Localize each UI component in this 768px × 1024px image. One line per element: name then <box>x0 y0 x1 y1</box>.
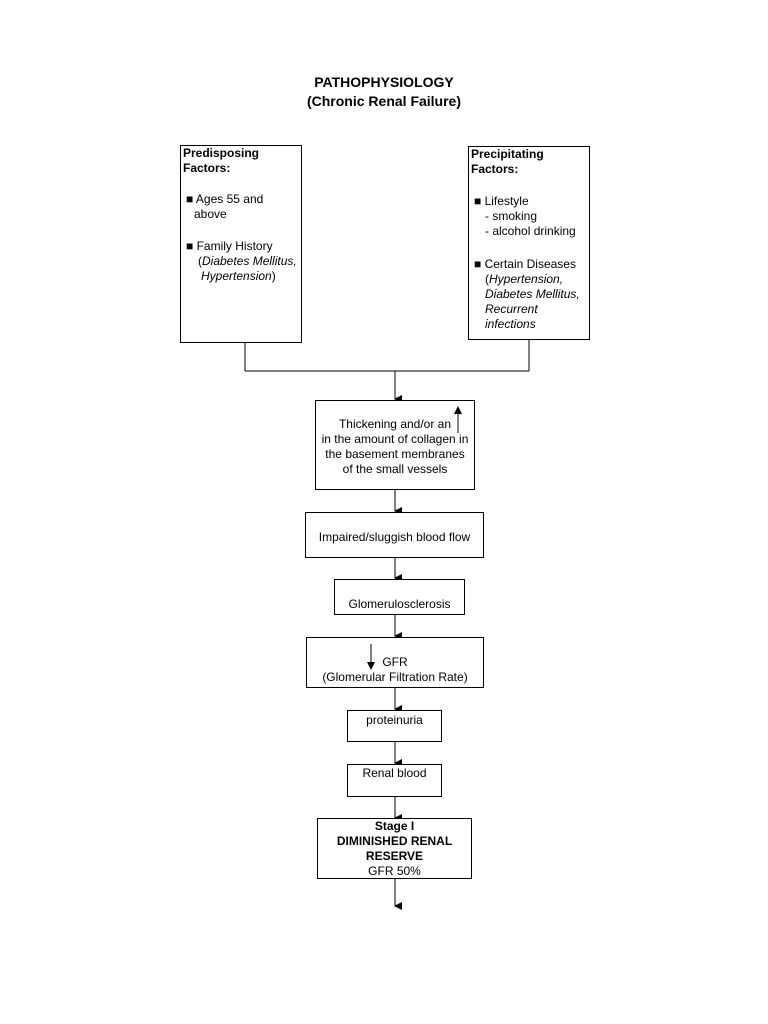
glomerulosclerosis-box: Glomerulosclerosis <box>334 579 465 615</box>
bullet-icon: ■ <box>474 194 482 208</box>
diagram-subtitle: (Chronic Renal Failure) <box>306 93 462 109</box>
predisposing-item-family-disease-1: Diabetes Mellitus, <box>202 254 297 268</box>
precipitating-disease-4: infections <box>485 317 536 331</box>
precipitating-heading-1: Precipitating <box>471 147 544 161</box>
thickening-line-1: Thickening and/or an <box>338 417 452 431</box>
predisposing-item-family-disease-2: Hypertension <box>201 269 272 283</box>
precipitating-item-alcohol: - alcohol drinking <box>485 224 576 238</box>
paren-close: ) <box>271 269 276 283</box>
precipitating-disease-2: Diabetes Mellitus, <box>485 287 580 301</box>
precipitating-item-smoking: - smoking <box>485 209 538 223</box>
precipitating-disease-3: Recurrent <box>485 302 538 316</box>
stage-name-line-2: RESERVE <box>365 849 424 863</box>
precipitating-item-lifestyle: Lifestyle <box>484 194 529 208</box>
predisposing-item-age: Ages 55 and <box>195 192 264 206</box>
diagram-title: PATHOPHYSIOLOGY <box>314 74 454 90</box>
predisposing-item-family: Family History <box>196 239 273 253</box>
glomerulosclerosis-label: Glomerulosclerosis <box>348 597 451 611</box>
precipitating-disease-1: Hypertension, <box>489 272 564 286</box>
thickening-box: Thickening and/or an in the amount of co… <box>315 400 475 490</box>
renal-blood-box: Renal blood <box>347 764 442 797</box>
stage-label: Stage I <box>374 819 415 833</box>
predisposing-factors-box: Predisposing Factors: ■ Ages 55 and abov… <box>180 145 302 343</box>
bullet-icon: ■ <box>474 257 482 271</box>
bullet-icon: ■ <box>186 239 194 253</box>
predisposing-heading-2: Factors: <box>183 161 231 175</box>
predisposing-item-age-cont: above <box>194 207 227 221</box>
decrease-arrow-icon <box>367 644 375 670</box>
blood-flow-box: Impaired/sluggish blood flow <box>305 512 484 558</box>
predisposing-heading-1: Predisposing <box>183 146 260 160</box>
thickening-line-3: the basement membranes <box>325 447 465 461</box>
precipitating-heading-2: Factors: <box>471 162 519 176</box>
precipitating-factors-box: Precipitating Factors: ■ Lifestyle - smo… <box>468 146 590 340</box>
increase-arrow-icon <box>454 406 462 433</box>
thickening-line-4: of the small vessels <box>342 462 448 476</box>
stage-one-box: Stage I DIMINISHED RENAL RESERVE GFR 50% <box>317 818 472 879</box>
gfr-box: GFR (Glomerular Filtration Rate) <box>306 637 484 688</box>
stage-name-line-1: DIMINISHED RENAL <box>336 834 453 848</box>
renal-blood-label: Renal blood <box>362 766 427 780</box>
thickening-line-2: in the amount of collagen in <box>321 432 469 446</box>
proteinuria-box: proteinuria <box>347 710 442 742</box>
paren-open: ( <box>485 272 489 286</box>
precipitating-item-diseases: Certain Diseases <box>484 257 576 271</box>
gfr-full-label: (Glomerular Filtration Rate) <box>322 670 468 684</box>
proteinuria-label: proteinuria <box>366 713 423 727</box>
paren-open: ( <box>198 254 202 268</box>
gfr-label: GFR <box>382 655 408 669</box>
stage-gfr: GFR 50% <box>368 864 421 878</box>
blood-flow-label: Impaired/sluggish blood flow <box>318 530 471 544</box>
bullet-icon: ■ <box>186 192 194 206</box>
